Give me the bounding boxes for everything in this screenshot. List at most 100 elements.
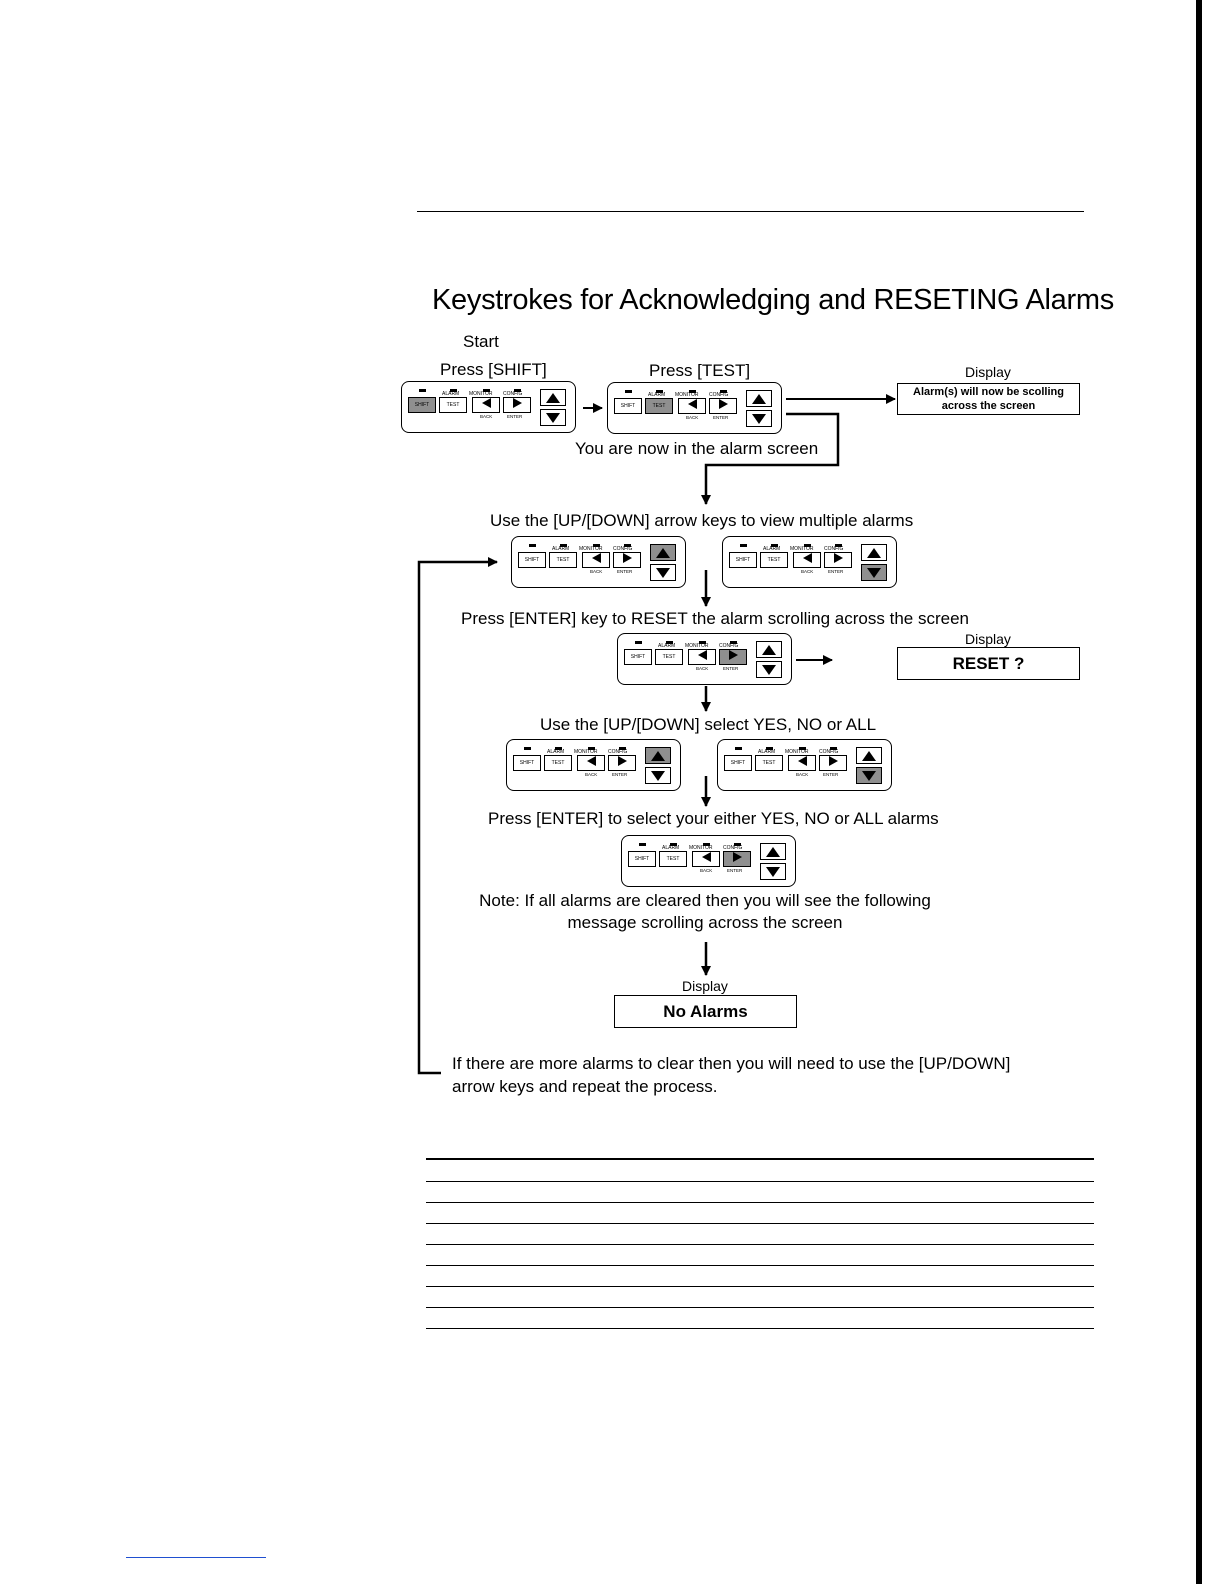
up-triangle-icon	[762, 644, 776, 655]
down-triangle-icon	[867, 567, 881, 578]
alarm-screen-note: You are now in the alarm screen	[575, 439, 819, 458]
enter-key[interactable]	[613, 552, 641, 568]
cleared-note: Note: If all alarms are cleared then you…	[420, 890, 990, 934]
shift-key[interactable]: SHIFT	[408, 397, 436, 413]
monitor-led	[703, 843, 710, 846]
up-key[interactable]	[746, 390, 772, 407]
back-key[interactable]	[678, 398, 706, 414]
right-triangle-icon	[828, 755, 838, 766]
up-key[interactable]	[861, 544, 887, 561]
test-key[interactable]: TEST	[645, 398, 673, 414]
down-key[interactable]	[746, 410, 772, 427]
back-key[interactable]	[472, 397, 500, 413]
down-triangle-icon	[862, 770, 876, 781]
right-triangle-icon	[728, 649, 738, 660]
back-key[interactable]	[788, 755, 816, 771]
table-rule-2	[426, 1181, 1094, 1182]
enter-key[interactable]	[824, 552, 852, 568]
config-key-label: CONFIG	[723, 845, 743, 851]
back-key[interactable]	[793, 552, 821, 568]
back-key[interactable]	[582, 552, 610, 568]
test-key[interactable]: TEST	[439, 397, 467, 413]
keypad-kp-4: ALARM MONITOR CONFIG SHIFT TEST BACK ENT…	[722, 536, 897, 588]
shift-key-label: SHIFT	[735, 557, 751, 563]
down-key[interactable]	[645, 767, 671, 784]
test-key[interactable]: TEST	[544, 755, 572, 771]
shift-key[interactable]: SHIFT	[518, 552, 546, 568]
down-key[interactable]	[650, 564, 676, 581]
down-key[interactable]	[856, 767, 882, 784]
config-led	[734, 843, 741, 846]
display-heading-2: Display	[965, 631, 1011, 647]
monitor-led	[689, 390, 696, 393]
shift-key[interactable]: SHIFT	[729, 552, 757, 568]
shift-key[interactable]: SHIFT	[628, 851, 656, 867]
enter-key[interactable]	[709, 398, 737, 414]
test-key-label: TEST	[652, 403, 666, 409]
cleared-note-line1: Note: If all alarms are cleared then you…	[479, 891, 931, 910]
back-key[interactable]	[577, 755, 605, 771]
table-rule-6	[426, 1265, 1094, 1266]
start-label: Start	[463, 332, 499, 351]
enter-key-label: ENTER	[727, 868, 743, 873]
test-key-label: TEST	[556, 557, 570, 563]
down-triangle-icon	[766, 866, 780, 877]
up-key[interactable]	[540, 389, 566, 406]
back-key[interactable]	[692, 851, 720, 867]
enter-key[interactable]	[819, 755, 847, 771]
enter-key[interactable]	[503, 397, 531, 413]
up-triangle-icon	[546, 392, 560, 403]
shift-key[interactable]: SHIFT	[624, 649, 652, 665]
display-heading-3: Display	[682, 978, 728, 994]
shift-key[interactable]: SHIFT	[724, 755, 752, 771]
down-key[interactable]	[540, 409, 566, 426]
right-triangle-icon	[617, 755, 627, 766]
down-triangle-icon	[752, 413, 766, 424]
enter-key[interactable]	[723, 851, 751, 867]
table-rule-4	[426, 1223, 1094, 1224]
enter-key[interactable]	[719, 649, 747, 665]
step-press-shift-label: Press [SHIFT]	[440, 360, 547, 379]
test-key[interactable]: TEST	[655, 649, 683, 665]
back-key[interactable]	[688, 649, 716, 665]
down-key[interactable]	[861, 564, 887, 581]
right-triangle-icon	[732, 851, 742, 862]
up-key[interactable]	[760, 843, 786, 860]
up-key[interactable]	[650, 544, 676, 561]
table-rule-5	[426, 1244, 1094, 1245]
monitor-key-label: MONITOR	[574, 749, 598, 755]
step-arrow-keys-label: Use the [UP/[DOWN] arrow keys to view mu…	[490, 511, 914, 530]
back-key-label: BACK	[585, 772, 598, 777]
test-key[interactable]: TEST	[760, 552, 788, 568]
keypad-kp-3: ALARM MONITOR CONFIG SHIFT TEST BACK ENT…	[511, 536, 686, 588]
test-key[interactable]: TEST	[549, 552, 577, 568]
test-key[interactable]: TEST	[659, 851, 687, 867]
left-triangle-icon	[687, 398, 697, 409]
monitor-key-label: MONITOR	[675, 392, 699, 398]
config-led	[514, 389, 521, 392]
up-key[interactable]	[645, 747, 671, 764]
left-triangle-icon	[591, 552, 601, 563]
alarm-key-label: ALARM	[662, 845, 680, 851]
left-triangle-icon	[586, 755, 596, 766]
alarm-key-label: ALARM	[758, 749, 776, 755]
config-key-label: CONFIG	[819, 749, 839, 755]
alarm-key-label: ALARM	[552, 546, 570, 552]
shift-key[interactable]: SHIFT	[513, 755, 541, 771]
alarm-key-label: ALARM	[763, 546, 781, 552]
enter-key[interactable]	[608, 755, 636, 771]
enter-key-label: ENTER	[612, 772, 628, 777]
shift-led	[639, 843, 646, 846]
down-key[interactable]	[760, 863, 786, 880]
up-key[interactable]	[856, 747, 882, 764]
table-rule-9	[426, 1328, 1094, 1329]
config-led	[720, 390, 727, 393]
enter-key-label: ENTER	[823, 772, 839, 777]
down-key[interactable]	[756, 661, 782, 678]
shift-key[interactable]: SHIFT	[614, 398, 642, 414]
up-key[interactable]	[756, 641, 782, 658]
alarm-led	[666, 641, 673, 644]
shift-key-label: SHIFT	[519, 760, 535, 766]
test-key[interactable]: TEST	[755, 755, 783, 771]
keypad-kp-1: ALARM MONITOR CONFIG SHIFT TEST BACK ENT…	[401, 381, 576, 433]
